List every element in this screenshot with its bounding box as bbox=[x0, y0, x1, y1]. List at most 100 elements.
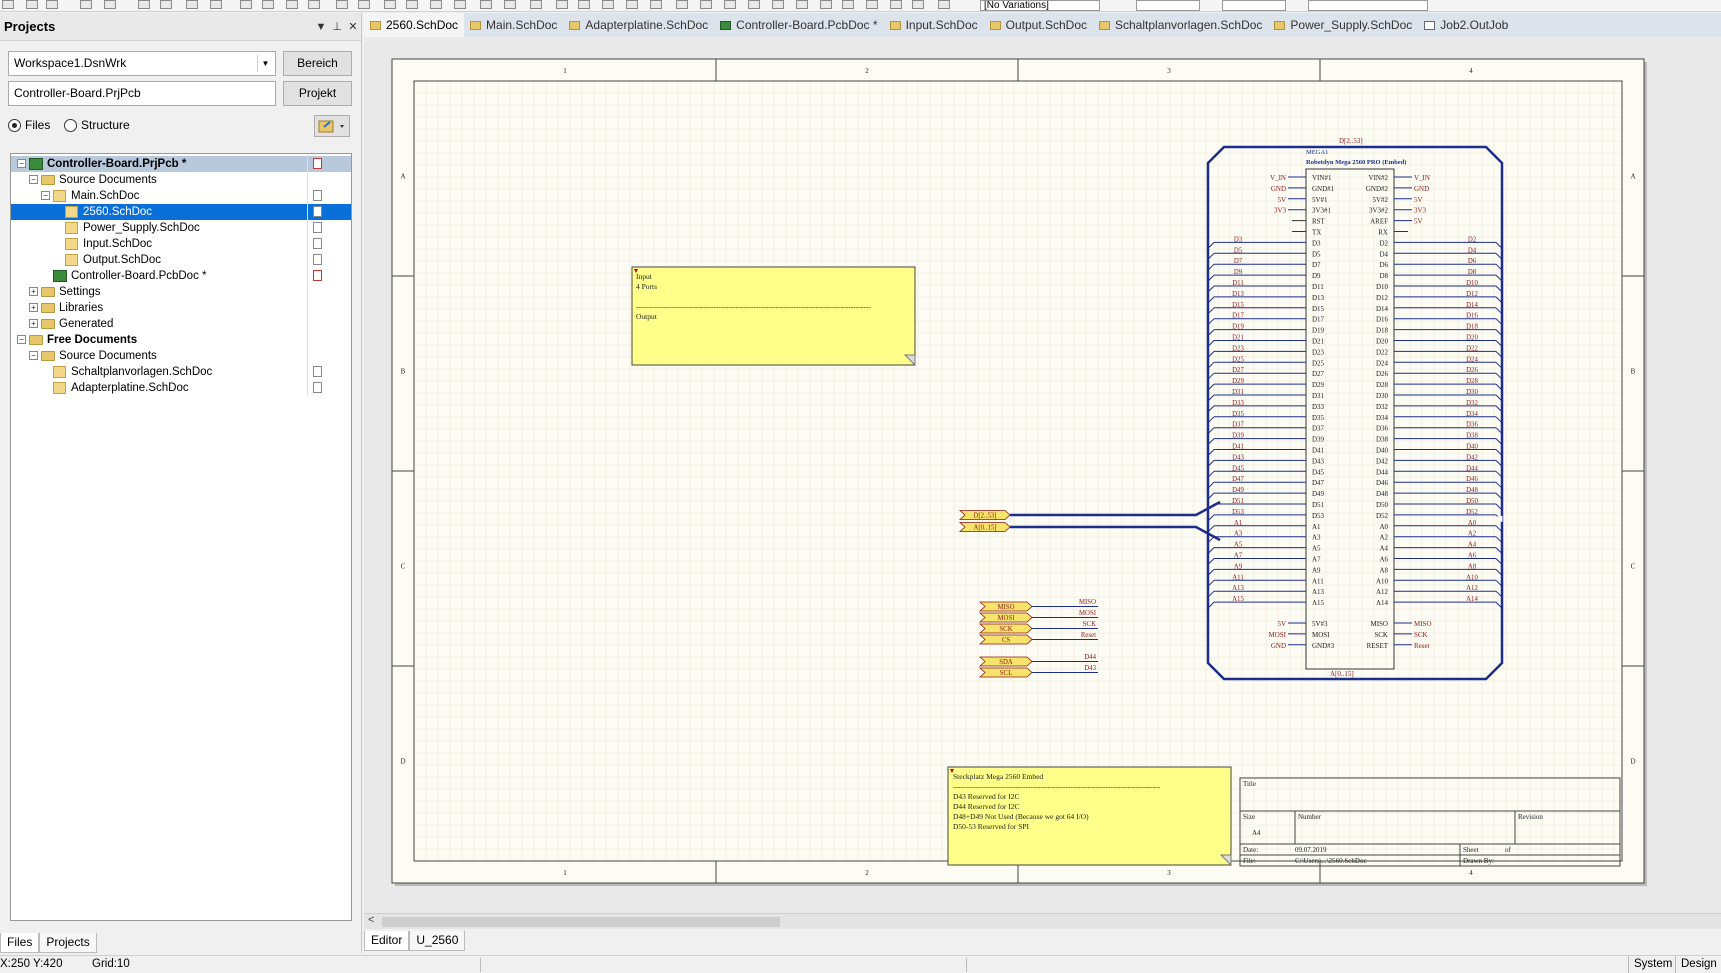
tree-item[interactable]: 2560.SchDoc bbox=[11, 204, 351, 220]
close-icon[interactable]: ✕ bbox=[348, 21, 358, 33]
project-field[interactable]: Controller-Board.PrjPcb bbox=[8, 81, 276, 106]
note-mega-2560[interactable] bbox=[947, 766, 1232, 866]
document-tab[interactable]: Schaltplanvorlagen.SchDoc bbox=[1093, 13, 1268, 37]
toolbar-tool-icon[interactable] bbox=[912, 0, 924, 9]
chevron-down-icon[interactable]: ▼ bbox=[257, 55, 273, 72]
i2c-port[interactable] bbox=[978, 656, 1033, 667]
workspace-button[interactable]: Bereich bbox=[283, 51, 352, 76]
toolbar-tool-icon[interactable] bbox=[866, 0, 878, 9]
scroll-left-icon[interactable]: < bbox=[368, 914, 375, 926]
expand-icon[interactable]: + bbox=[29, 319, 38, 328]
radio-files-dot[interactable] bbox=[8, 118, 21, 132]
toolbar-tool-icon[interactable] bbox=[186, 0, 198, 9]
tree-item[interactable]: +Generated bbox=[11, 316, 351, 332]
radio-structure-dot[interactable] bbox=[64, 118, 77, 132]
expand-icon[interactable]: + bbox=[29, 287, 38, 296]
toolbar-tool-icon[interactable] bbox=[796, 0, 808, 9]
document-tab[interactable]: Controller-Board.PcbDoc * bbox=[714, 13, 883, 37]
tree-item[interactable]: +Libraries bbox=[11, 300, 351, 316]
toolbar-tool-icon[interactable] bbox=[138, 0, 150, 9]
toolbar-combo-2[interactable] bbox=[1222, 0, 1286, 11]
toolbar-tool-icon[interactable] bbox=[80, 0, 92, 9]
document-tab[interactable]: Adapterplatine.SchDoc bbox=[563, 13, 714, 37]
toolbar-tool-icon[interactable] bbox=[210, 0, 222, 9]
document-tab[interactable]: Power_Supply.SchDoc bbox=[1268, 13, 1418, 37]
tree-item[interactable]: Schaltplanvorlagen.SchDoc bbox=[11, 364, 351, 380]
bus-port[interactable] bbox=[958, 510, 1011, 520]
toolbar-tool-icon[interactable] bbox=[602, 0, 614, 9]
toolbar-tool-icon[interactable] bbox=[26, 0, 38, 9]
toolbar-tool-icon[interactable] bbox=[772, 0, 784, 9]
toolbar-combo-3[interactable] bbox=[1308, 0, 1428, 11]
toolbar-tool-icon[interactable] bbox=[842, 0, 854, 9]
status-design-button[interactable]: Design bbox=[1675, 956, 1721, 973]
toolbar-tool-icon[interactable] bbox=[384, 0, 396, 9]
collapse-icon[interactable]: − bbox=[29, 351, 38, 360]
toolbar-tool-icon[interactable] bbox=[430, 0, 442, 9]
document-tab[interactable]: Job2.OutJob bbox=[1418, 13, 1514, 37]
toolbar-tool-icon[interactable] bbox=[262, 0, 274, 9]
scrollbar-thumb[interactable] bbox=[382, 917, 780, 927]
panel-tab-files[interactable]: Files bbox=[0, 933, 40, 953]
tree-item[interactable]: −Controller-Board.PrjPcb * bbox=[11, 156, 351, 172]
toolbar-tool-icon[interactable] bbox=[104, 0, 116, 9]
status-system-button[interactable]: System bbox=[1628, 956, 1677, 973]
collapse-icon[interactable]: − bbox=[17, 159, 26, 168]
toolbar-tool-icon[interactable] bbox=[308, 0, 320, 9]
toolbar-tool-icon[interactable] bbox=[286, 0, 298, 9]
tree-item[interactable]: Adapterplatine.SchDoc bbox=[11, 380, 351, 396]
note-input-output[interactable] bbox=[631, 266, 916, 366]
project-button[interactable]: Projekt bbox=[283, 81, 352, 106]
toolbar-tool-icon[interactable] bbox=[160, 0, 172, 9]
toolbar-tool-icon[interactable] bbox=[358, 0, 370, 9]
tree-item[interactable]: −Free Documents bbox=[11, 332, 351, 348]
toolbar-tool-icon[interactable] bbox=[336, 0, 348, 9]
collapse-icon[interactable]: − bbox=[17, 335, 26, 344]
tree-item[interactable]: Controller-Board.PcbDoc * bbox=[11, 268, 351, 284]
radio-structure[interactable]: Structure bbox=[64, 118, 130, 132]
toolbar-tool-icon[interactable] bbox=[820, 0, 832, 9]
toolbar-tool-icon[interactable] bbox=[556, 0, 568, 9]
editor-tab-editor[interactable]: Editor bbox=[364, 931, 410, 951]
spi-port[interactable] bbox=[978, 623, 1033, 634]
expand-icon[interactable]: + bbox=[29, 303, 38, 312]
collapse-icon[interactable]: − bbox=[41, 191, 50, 200]
spi-port[interactable] bbox=[978, 601, 1033, 612]
toolbar-tool-icon[interactable] bbox=[578, 0, 590, 9]
radio-files[interactable]: Files bbox=[8, 118, 50, 132]
tree-item[interactable]: Output.SchDoc bbox=[11, 252, 351, 268]
toolbar-tool-icon[interactable] bbox=[700, 0, 712, 9]
tree-item[interactable]: −Source Documents bbox=[11, 348, 351, 364]
document-tab[interactable]: Output.SchDoc bbox=[984, 13, 1093, 37]
toolbar-tool-icon[interactable] bbox=[406, 0, 418, 9]
tree-options-button[interactable] bbox=[314, 115, 350, 137]
tree-item[interactable]: −Main.SchDoc bbox=[11, 188, 351, 204]
tree-item[interactable]: +Settings bbox=[11, 284, 351, 300]
component-mega2560[interactable] bbox=[1305, 168, 1395, 670]
tree-item[interactable]: Input.SchDoc bbox=[11, 236, 351, 252]
spi-port[interactable] bbox=[978, 612, 1033, 623]
toolbar-combo-1[interactable] bbox=[1136, 0, 1200, 11]
tree-item[interactable]: Power_Supply.SchDoc bbox=[11, 220, 351, 236]
i2c-port[interactable] bbox=[978, 667, 1033, 678]
toolbar-tool-icon[interactable] bbox=[890, 0, 902, 9]
panel-tab-projects[interactable]: Projects bbox=[39, 933, 97, 953]
collapse-icon[interactable]: − bbox=[29, 175, 38, 184]
toolbar-tool-icon[interactable] bbox=[530, 0, 542, 9]
toolbar-tool-icon[interactable] bbox=[650, 0, 662, 9]
toolbar-tool-icon[interactable] bbox=[480, 0, 492, 9]
panel-menu-icon[interactable]: ▼ bbox=[315, 20, 327, 33]
toolbar-tool-icon[interactable] bbox=[938, 0, 950, 9]
document-tab[interactable]: 2560.SchDoc bbox=[364, 13, 465, 37]
bus-port[interactable] bbox=[958, 522, 1011, 532]
toolbar-tool-icon[interactable] bbox=[748, 0, 760, 9]
horizontal-scrollbar[interactable]: < bbox=[364, 913, 1721, 929]
toolbar-tool-icon[interactable] bbox=[2, 0, 14, 9]
variations-combo[interactable]: [No Variations] bbox=[980, 0, 1100, 11]
toolbar-tool-icon[interactable] bbox=[454, 0, 466, 9]
toolbar-tool-icon[interactable] bbox=[626, 0, 638, 9]
tree-item[interactable]: −Source Documents bbox=[11, 172, 351, 188]
toolbar-tool-icon[interactable] bbox=[676, 0, 688, 9]
